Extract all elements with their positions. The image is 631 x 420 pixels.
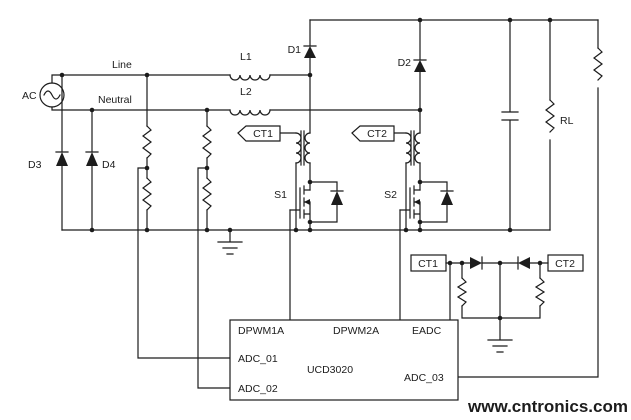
junction-dots <box>59 17 553 321</box>
switch-s1-label: S1 <box>274 189 287 201</box>
inductor-l1 <box>229 74 271 81</box>
ct1-tag-label: CT1 <box>253 128 273 140</box>
diode-d3 <box>55 74 69 231</box>
watermark-text: www.cntronics.com <box>467 397 628 416</box>
load-resistor-rl <box>545 19 555 231</box>
main-wires <box>51 19 599 231</box>
ct2-tag <box>351 125 395 142</box>
controller-block <box>229 319 459 401</box>
diode-d3-label: D3 <box>28 159 42 171</box>
pin-dpwm1a-label: DPWM1A <box>238 325 284 337</box>
neutral-label: Neutral <box>98 94 132 106</box>
adc-sense-wires <box>137 167 231 389</box>
ac-label: AC <box>22 90 37 102</box>
pin-adc02-label: ADC_02 <box>238 383 278 395</box>
ct1-tag <box>237 125 281 142</box>
ground-symbol <box>217 229 243 255</box>
load-rl-label: RL <box>560 115 574 127</box>
diode-d4-label: D4 <box>102 159 116 171</box>
diode-d1 <box>303 19 317 76</box>
diode-d4 <box>85 109 99 231</box>
pin-eadc-label: EADC <box>412 325 442 337</box>
line-label: Line <box>112 59 132 71</box>
output-capacitor <box>501 19 519 231</box>
voltage-divider-1 <box>142 74 152 231</box>
output-sense-resistor <box>457 19 603 378</box>
mosfet-s2 <box>399 181 454 321</box>
pin-dpwm2a-label: DPWM2A <box>333 325 379 337</box>
switch-s2-label: S2 <box>384 189 397 201</box>
controller-part-label: UCD3020 <box>307 364 353 376</box>
inductor-l2-label: L2 <box>240 86 252 98</box>
inductor-l1-label: L1 <box>240 51 252 63</box>
diode-d1-label: D1 <box>288 44 302 56</box>
current-transformer-1 <box>237 74 311 231</box>
diode-d2 <box>413 19 427 111</box>
ct-sense-circuit <box>410 254 584 353</box>
sense-ct1-label: CT1 <box>418 258 438 270</box>
pin-adc03-label: ADC_03 <box>404 372 444 384</box>
ac-source-symbol <box>39 82 65 108</box>
mosfet-s1 <box>289 181 344 321</box>
current-transformer-2 <box>351 109 421 231</box>
pin-adc01-label: ADC_01 <box>238 353 278 365</box>
ct2-tag-label: CT2 <box>367 128 387 140</box>
sense-ct2-label: CT2 <box>555 258 575 270</box>
inductor-l2 <box>229 109 271 116</box>
diode-d2-label: D2 <box>398 57 412 69</box>
